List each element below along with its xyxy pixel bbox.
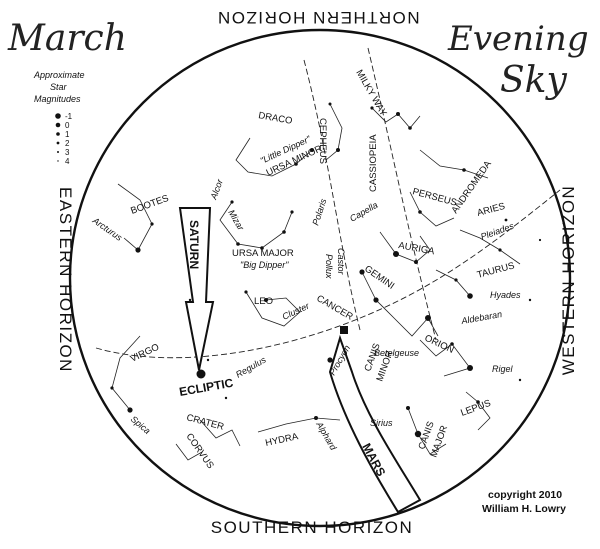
legend-dot <box>56 141 60 145</box>
pollux-label: Pollux <box>324 254 334 279</box>
north-horizon-label: NORTHERN HORIZON <box>216 8 419 27</box>
south-horizon-label: SOUTHERN HORIZON <box>211 518 414 537</box>
legend-title-2: Star <box>50 82 68 92</box>
leo-label: LEO <box>254 296 273 307</box>
mars-marker <box>340 326 348 334</box>
legend-mag: 3 <box>65 148 70 157</box>
title-evening: Evening <box>447 19 589 59</box>
magnitude-legend: Approximate Star Magnitudes -1 0 1 2 3 4 <box>33 70 85 166</box>
rigel-label: Rigel <box>492 364 514 374</box>
legend-mag: 2 <box>65 139 70 148</box>
betelgeuse-label: Betelgeuse <box>374 348 419 358</box>
legend-dot <box>55 113 61 119</box>
legend-mag: -1 <box>65 112 73 121</box>
copyright-line-2: William H. Lowry <box>482 503 566 515</box>
hyades-label: Hyades <box>490 290 521 300</box>
title-month: March <box>7 18 127 59</box>
legend-title-3: Magnitudes <box>34 94 81 104</box>
milky-way-edge <box>303 59 361 331</box>
saturn-dot <box>196 369 206 379</box>
cepheus-label: CEPHEUS <box>317 118 328 164</box>
big-dipper-label: "Big Dipper" <box>240 260 289 270</box>
west-horizon-label: WESTERN HORIZON <box>559 185 578 376</box>
ursa-major-label: URSA MAJOR <box>232 248 294 259</box>
constellation-lines <box>111 103 521 461</box>
legend-mag: 4 <box>65 157 70 166</box>
legend-mag: 1 <box>65 130 70 139</box>
east-horizon-label: EASTERN HORIZON <box>56 187 75 373</box>
saturn-arrow: SATURN <box>178 207 215 371</box>
legend-dot <box>57 160 59 162</box>
castor-label: Castor <box>336 248 346 276</box>
title-sky: Sky <box>500 60 567 101</box>
legend-dot <box>55 122 61 128</box>
milky-way-edge <box>367 47 437 341</box>
saturn-label: SATURN <box>187 220 201 269</box>
legend-title-1: Approximate <box>33 70 85 80</box>
legend-mag: 0 <box>65 121 70 130</box>
legend-dot <box>57 151 59 153</box>
sirius-label: Sirius <box>370 418 393 428</box>
copyright-line-1: copyright 2010 <box>488 489 562 501</box>
legend-dot <box>56 132 60 136</box>
stars <box>110 102 542 438</box>
cassiopeia-label: CASSIOPEIA <box>368 134 379 192</box>
sky-disc <box>68 28 572 528</box>
